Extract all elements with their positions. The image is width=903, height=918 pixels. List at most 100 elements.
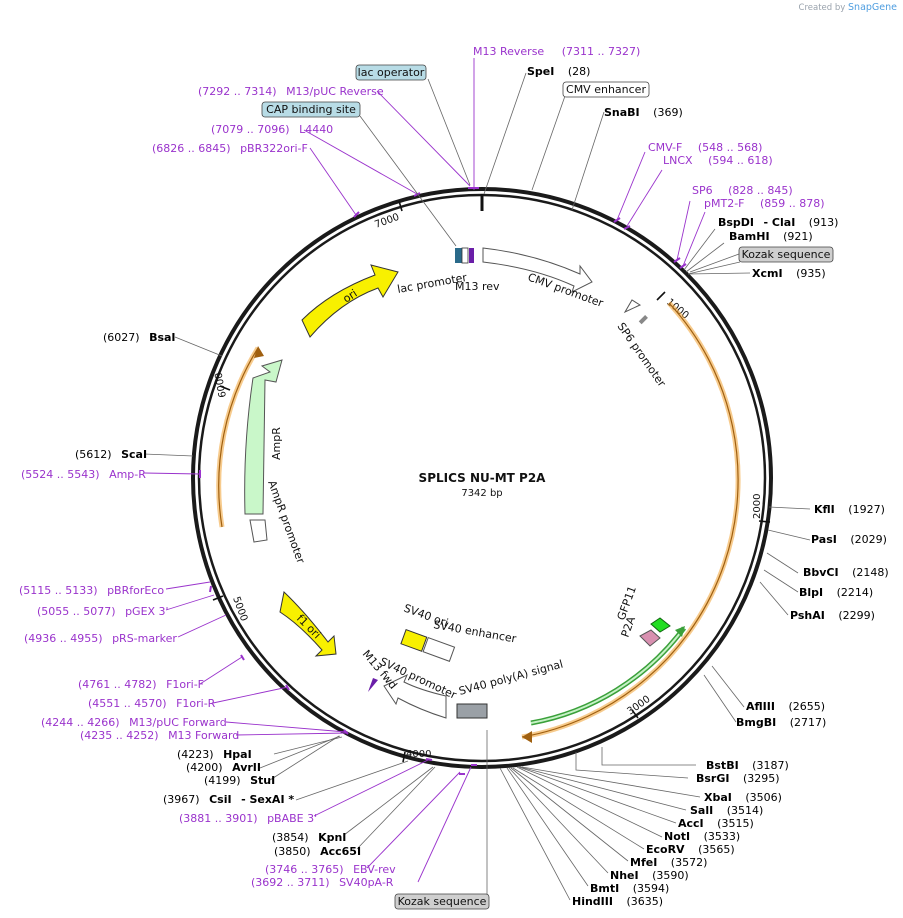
enzyme-bstbi: BstBI (3187) [706,759,789,772]
primer-sp6: SP6 (828 .. 845) [692,184,793,197]
enzyme-acc65i: (3850) Acc65I [274,845,361,858]
sv40-promoter-feature [383,673,447,719]
enzyme-blpi: BlpI (2214) [799,586,873,599]
lac-operator-feature [469,248,474,263]
snapgene-credit: Created by SnapGene [798,2,897,13]
feature-box-kozak-upper: Kozak sequence [738,246,834,263]
primer-leaders [143,58,706,883]
feature-box-cap-binding-site: CAP binding site [261,101,361,118]
primer-f1ori-f: (4761 .. 4782) F1ori-F [78,678,204,691]
enzyme-bsai: (6027) BsaI [103,331,176,344]
tick-marks [212,200,771,763]
enzyme-bmti: BmtI (3594) [590,882,669,895]
enzyme-bsrgi: BsrGI (3295) [696,772,780,785]
svg-text:Kozak sequence: Kozak sequence [742,248,831,261]
enzyme-csii: (3967) CsiI - SexAI * [163,793,294,806]
enzyme-spei: SpeI (28) [527,65,590,78]
enzyme-kfli: KflI (1927) [814,503,885,516]
primer-l4440: (7079 .. 7096) L4440 [211,123,333,136]
enzyme-scai: (5612) ScaI [75,448,147,461]
primer-sv40pa-r: (3692 .. 3711) SV40pA-R [251,876,394,889]
f1-ori-feature [279,591,337,657]
enzyme-pasi: PasI (2029) [811,533,887,546]
primer-m13-reverse: M13 Reverse (7311 .. 7327) [473,45,640,58]
feature-box-leaders [359,78,740,895]
primer-pgex-3: (5055 .. 5077) pGEX 3' [37,605,169,618]
primer-prs-marker: (4936 .. 4955) pRS-marker [24,632,177,645]
enzyme-bmgbi: BmgBI (2717) [736,716,826,729]
sp6-small-feature [638,315,648,325]
sv40-enhancer-feature [422,636,456,662]
enzyme-noti: NotI (3533) [664,830,740,843]
cmv-promoter-feature [482,247,593,293]
enzyme-labels: SpeI (28) SnaBI (369) BspDI - ClaI (913)… [75,65,889,908]
plasmid-name: SPLICS NU-MT P2A [419,471,547,485]
feature-box-kozak-lower: Kozak sequence [394,893,490,910]
primer-labels: M13 Reverse (7311 .. 7327) (7292 .. 7314… [19,45,825,889]
enzyme-leaders [143,72,811,901]
primer-lncx: LNCX (594 .. 618) [663,154,773,167]
enzyme-mfei: MfeI (3572) [630,856,707,869]
svg-text:Kozak sequence: Kozak sequence [398,895,487,908]
sv40-polya-feature [456,703,488,719]
primer-amp-r: (5524 .. 5543) Amp-R [21,468,146,481]
enzyme-xcmi: XcmI (935) [752,267,826,280]
primer-pbrforeco: (5115 .. 5133) pBRforEco [19,584,164,597]
enzyme-bspdi: BspDI - ClaI (913) [718,216,838,229]
enzyme-hpai: (4223) HpaI [177,748,252,761]
enzyme-kpni: (3854) KpnI [272,831,346,844]
primer-m13-puc-reverse: (7292 .. 7314) M13/pUC Reverse [198,85,384,98]
primer-pbr322ori-f: (6826 .. 6845) pBR322ori-F [152,142,308,155]
sv40-ori-feature [400,629,428,652]
tick-label-2000: 2000 [752,494,763,519]
gfp11-feature [650,617,671,633]
enzyme-bamhi: BamHI (921) [729,230,813,243]
ori-feature [301,264,399,338]
feature-box-cmv-enhancer: CMV enhancer [562,81,650,98]
plasmid-length: 7342 bp [461,488,502,499]
enzyme-stui: (4199) StuI [204,774,275,787]
m13-fwd-feature [368,678,378,692]
p2a-feature [639,629,661,647]
primer-f1ori-r: (4551 .. 4570) F1ori-R [88,697,216,710]
ampR-feature [244,359,283,515]
enzyme-acci: AccI (3515) [678,817,754,830]
primer-pbabe-3: (3881 .. 3901) pBABE 3' [179,812,317,825]
primer-cmv-f: CMV-F (548 .. 568) [648,141,762,154]
primer-m13-forward: (4235 .. 4252) M13 Forward [80,729,239,742]
cap-site-feature [461,247,469,264]
primer-marks [199,187,687,775]
sv40-polya-label: SV40 poly(A) signal [457,658,564,698]
lac-promoter-feature [455,248,462,263]
orange-arc-right-head [522,731,532,743]
enzyme-avrii: (4200) AvrII [186,761,261,774]
green-arc-head [675,626,685,637]
orange-arc-right-core [521,302,739,738]
sv40-enhancer-label: SV40 enhancer [432,618,517,645]
tick-label-5000: 5000 [230,595,249,623]
enzyme-nhei: NheI (3590) [610,869,689,882]
enzyme-pshai: PshAI (2299) [790,609,875,622]
enzyme-snabi: SnaBI (369) [604,106,683,119]
enzyme-xbai: XbaI (3506) [704,791,782,804]
orange-arc-left-head [254,346,264,358]
green-arc-inner [530,627,685,724]
enzyme-sali: SalI (3514) [690,804,763,817]
enzyme-hindiii: HindIII (3635) [572,895,663,908]
sp6-promoter-label: SP6 promoter [615,320,669,389]
enzyme-bbvci: BbvCI (2148) [803,566,889,579]
ampR-label: AmpR [270,427,283,460]
enzyme-ecorv: EcoRV (3565) [646,843,735,856]
enzyme-afliii: AflIII (2655) [746,700,825,713]
svg-text:CMV enhancer: CMV enhancer [566,83,646,96]
m13-rev-label: M13 rev [455,280,500,293]
tick-label-6000: 6000 [214,371,229,398]
svg-text:CAP binding site: CAP binding site [266,103,356,116]
sp6-promoter-feature [623,299,642,314]
svg-text:lac operator: lac operator [358,66,425,79]
ampR-promoter-label: AmpR promoter [265,479,307,566]
primer-ebv-rev: (3746 .. 3765) EBV-rev [265,863,396,876]
plasmid-backbone [191,187,773,769]
primer-pmt2-f: pMT2-F (859 .. 878) [704,197,825,210]
